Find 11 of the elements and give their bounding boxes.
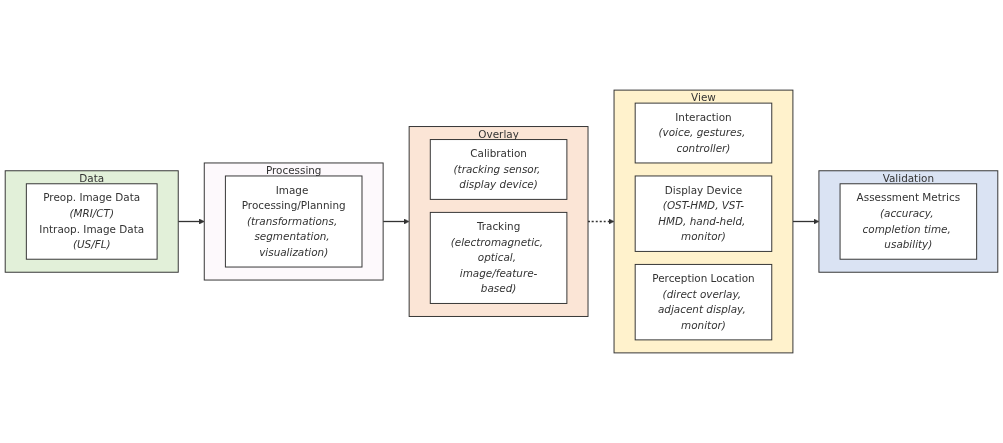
arrow (382, 218, 410, 225)
node-box: Perception Location (direct overlay, adjacent display, monitor) (634, 263, 773, 341)
arrow (177, 218, 205, 225)
node-box: Interaction (voice, gestures, controller) (634, 102, 773, 164)
node-box: Assessment Metrics (accuracy, completion time, usability) (839, 183, 978, 260)
node-box: Display Device (OST-HMD, VST-HMD, hand-held, monitor) (634, 175, 773, 252)
arrow (792, 218, 820, 225)
node-box: Preop. Image Data (MRI/CT) Intraop. Image Data (US/FL) (25, 183, 158, 260)
node-box: Image Processing/Planning (transformations, segmentation, visualization) (224, 175, 363, 268)
node-box: Calibration (tracking sensor, display device) (429, 139, 568, 200)
node-box: Tracking (electromagnetic, optical, image/feature-based) (429, 211, 568, 304)
